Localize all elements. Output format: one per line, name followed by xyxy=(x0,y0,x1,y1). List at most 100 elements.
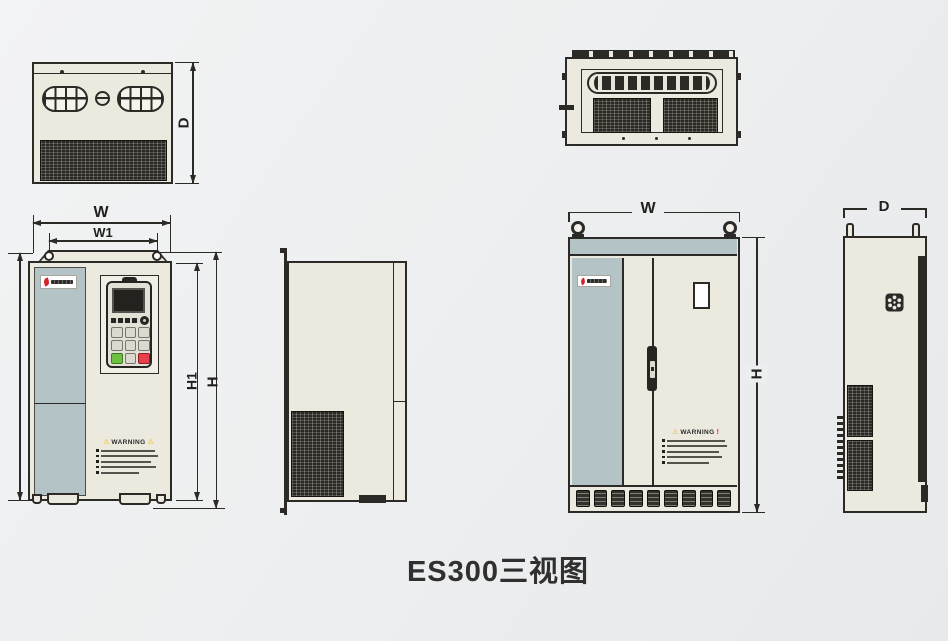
keypad-display xyxy=(112,288,145,313)
logo-swoosh-icon xyxy=(43,277,50,287)
warning-text-line xyxy=(662,450,719,453)
keypad-button xyxy=(124,340,137,351)
louver xyxy=(682,490,696,507)
mounting-hook-bottom xyxy=(280,508,287,513)
dim-segment xyxy=(664,211,740,213)
cover-split-line xyxy=(393,401,405,402)
knockout-hole xyxy=(95,91,110,106)
extension-line xyxy=(175,183,199,184)
dim-line-height xyxy=(215,252,217,508)
bottom-louver-band xyxy=(570,485,737,510)
extension-line xyxy=(32,215,34,253)
dim-line-depth xyxy=(192,63,194,183)
eye-bolt-base xyxy=(572,234,584,238)
dim-label-width1: W1 xyxy=(93,224,113,240)
warning-label: ⚠ WARNING ! xyxy=(659,429,732,475)
front-cover-edge xyxy=(393,263,405,500)
louver xyxy=(576,490,590,507)
louver xyxy=(717,490,732,507)
stop-button xyxy=(138,353,150,364)
vent-mesh xyxy=(40,140,167,181)
mounting-bracket xyxy=(38,250,168,262)
warning-label: ⚠ WARNING ⚠ xyxy=(93,439,164,489)
run-button xyxy=(111,353,123,364)
louver xyxy=(699,490,714,507)
front-view-small-body: ⚠ WARNING ⚠ xyxy=(28,261,172,505)
dim-label-depth: D xyxy=(878,197,890,215)
lifting-eye-bolt xyxy=(723,221,737,235)
rear-bottom-step xyxy=(921,485,928,502)
warning-title: ⚠ WARNING ! xyxy=(659,429,732,436)
extension-line xyxy=(175,62,199,63)
extension-line xyxy=(742,511,765,513)
eye-bolt-base xyxy=(724,234,736,238)
vent-mesh xyxy=(593,98,651,133)
hinge-serration xyxy=(837,415,843,479)
fan-slot xyxy=(587,72,717,94)
cabinet-top-band xyxy=(570,239,737,256)
inner-frame xyxy=(581,69,723,133)
warning-text-line xyxy=(662,455,722,458)
logo-swoosh-icon xyxy=(580,277,586,285)
warning-text-line xyxy=(96,460,151,463)
brand-logo xyxy=(577,275,611,287)
warning-exclamation-icon: ! xyxy=(716,429,719,436)
dim-tick xyxy=(925,208,927,218)
screw-icon xyxy=(688,137,691,140)
side-tab xyxy=(562,131,567,138)
heatsink-side-panel xyxy=(34,267,86,496)
extension-line xyxy=(176,499,203,501)
keypad-indicators xyxy=(111,318,139,323)
extension-line xyxy=(742,236,765,238)
side-view-small-body xyxy=(287,261,407,503)
dim-segment xyxy=(568,211,632,213)
oval-vent-left xyxy=(42,86,88,112)
side-tab xyxy=(562,73,567,80)
front-view-small: W W1 xyxy=(8,200,248,525)
warning-text-line xyxy=(96,449,155,452)
logo-wordmark xyxy=(51,280,73,284)
logo-wordmark xyxy=(587,279,607,283)
keypad-tab xyxy=(122,277,137,283)
screw-icon xyxy=(655,137,658,140)
dim-line-width xyxy=(33,222,170,224)
caption: ES300三视图 xyxy=(406,556,590,588)
warning-text-line xyxy=(662,461,709,464)
keypad xyxy=(106,277,152,368)
dim-tick xyxy=(738,211,740,222)
rear-edge-strip xyxy=(918,256,925,482)
dim-segment xyxy=(901,208,926,210)
dim-line-width1 xyxy=(49,240,157,242)
keypad-recess xyxy=(100,275,159,374)
dim-label-height: H xyxy=(745,365,768,383)
vent-mesh xyxy=(847,440,873,491)
dim-label-height1: H1 xyxy=(183,372,200,390)
bottom-clip xyxy=(32,494,42,504)
bottom-clip xyxy=(156,494,166,504)
cabinet-side-body xyxy=(837,236,928,513)
extension-line xyxy=(153,507,225,509)
mounting-rail xyxy=(284,249,287,515)
screw-icon xyxy=(141,69,145,74)
dim-line-height1 xyxy=(196,263,198,500)
top-view-cabinet-body xyxy=(559,57,741,146)
keypad-button xyxy=(111,327,123,338)
top-view-small: D xyxy=(32,62,207,190)
bottom-foot xyxy=(47,493,79,505)
dim-tick xyxy=(843,208,845,218)
side-tab xyxy=(736,131,741,138)
dim-label-height: H xyxy=(204,376,221,388)
warning-triangle-icon: ⚠ xyxy=(672,429,679,436)
keypad-button xyxy=(138,340,150,351)
vent-mesh xyxy=(847,385,873,437)
keypad-button xyxy=(124,327,137,338)
extension-line xyxy=(169,215,171,253)
fan-icon xyxy=(885,293,904,312)
warning-triangle-icon: ⚠ xyxy=(147,439,154,446)
cabinet-body: ⚠ WARNING ! xyxy=(568,237,740,513)
front-view-cabinet: W ⚠ WARNING ! xyxy=(560,195,775,525)
dim-label-width: W xyxy=(640,199,656,217)
top-view-small-body xyxy=(32,62,173,184)
side-tab xyxy=(736,73,741,80)
